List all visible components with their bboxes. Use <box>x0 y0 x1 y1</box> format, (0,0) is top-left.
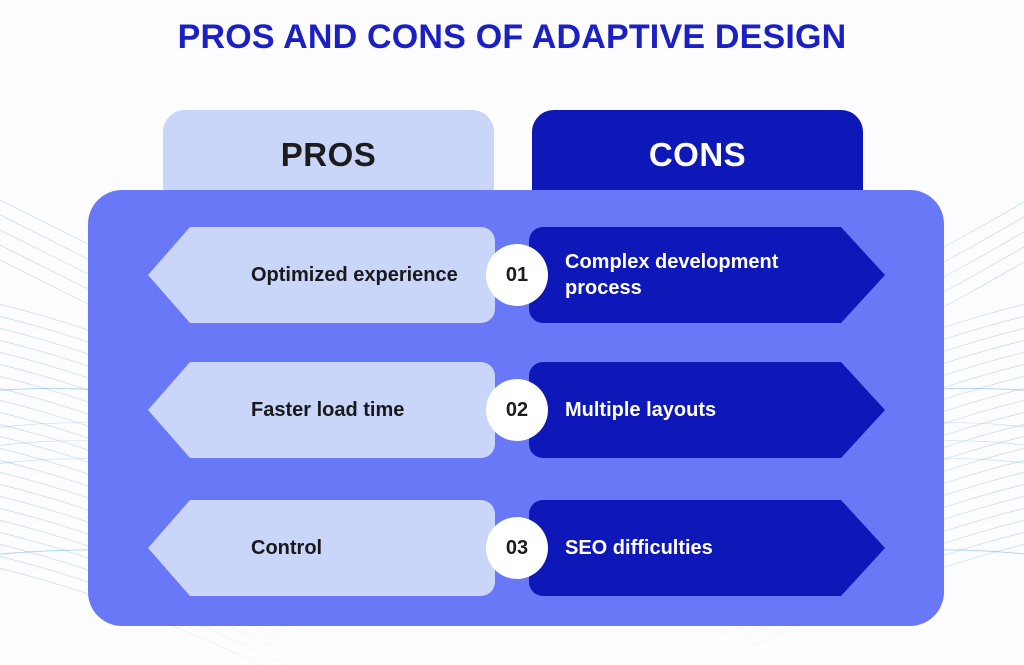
pro-item-2[interactable]: Faster load time <box>148 362 495 458</box>
pro-item-3[interactable]: Control <box>148 500 495 596</box>
con-item-1[interactable]: Complex development process <box>529 227 885 323</box>
con-item-1-label: Complex development process <box>565 250 779 299</box>
row-number-badge-3-text: 03 <box>505 536 529 559</box>
tab-pros-label: PROS <box>280 136 377 173</box>
row-number-badge-2: 02 <box>486 379 548 441</box>
pro-item-3-label: Control <box>251 536 323 559</box>
tab-cons-label: CONS <box>648 136 747 173</box>
row-number-badge-1-text: 01 <box>505 263 529 286</box>
con-item-2-label: Multiple layouts <box>565 398 717 421</box>
con-item-3-label: SEO difficulties <box>565 536 713 559</box>
comparison-panel: Optimized experience 01 Complex developm… <box>88 190 944 626</box>
comparison-row: Control 03 SEO difficulties <box>88 500 944 596</box>
pro-item-1[interactable]: Optimized experience <box>148 227 495 323</box>
row-number-badge-2-text: 02 <box>505 398 529 421</box>
row-number-badge-3: 03 <box>486 517 548 579</box>
pro-item-2-label: Faster load time <box>251 398 405 421</box>
comparison-row: Optimized experience 01 Complex developm… <box>88 227 944 323</box>
comparison-row: Faster load time 02 Multiple layouts <box>88 362 944 458</box>
con-item-2[interactable]: Multiple layouts <box>529 362 885 458</box>
con-item-3[interactable]: SEO difficulties <box>529 500 885 596</box>
pro-item-1-label: Optimized experience <box>251 263 458 286</box>
row-number-badge-1: 01 <box>486 244 548 306</box>
page-title: PROS AND CONS OF ADAPTIVE DESIGN <box>177 18 847 56</box>
